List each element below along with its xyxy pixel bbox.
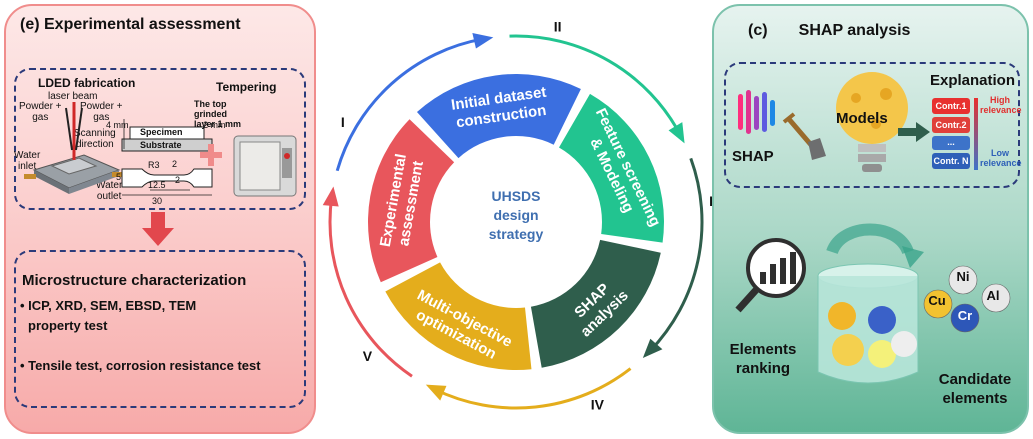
shap-box xyxy=(724,62,1020,188)
microstructure-title: Microstructure characterization xyxy=(22,272,247,289)
cycle-segment-4 xyxy=(385,262,532,370)
cycle-arrowhead-5 xyxy=(322,186,339,207)
cycle-arrowhead-4 xyxy=(425,384,447,401)
element-cr: Cr xyxy=(957,308,973,323)
element-al: Al xyxy=(986,288,1000,303)
bullet-2: • Tensile test, corrosion resistance tes… xyxy=(20,358,261,373)
shap-logo-icon xyxy=(738,90,775,134)
cycle-arrowhead-1 xyxy=(472,32,494,49)
cycle-segment-3 xyxy=(530,239,661,368)
lded-label: LDED fabrication xyxy=(38,76,136,90)
explanation-label: Explanation xyxy=(930,72,1016,89)
element-ball-2 xyxy=(981,283,1011,313)
cycle-arrowhead-2 xyxy=(668,122,685,144)
dim-r3: R3 xyxy=(148,160,160,170)
dim-2mm: 2 mm xyxy=(203,120,226,130)
dim-5: 5 xyxy=(116,172,122,182)
dim-12-5: 12.5 xyxy=(148,180,166,190)
relevance-gradient-bar xyxy=(974,98,978,170)
specimen-label: Specimen xyxy=(140,127,183,137)
top-grinded-label: The top grinded layer 1 mm xyxy=(194,99,242,129)
panel-e-title: (e) Experimental assessment xyxy=(20,16,241,33)
microstructure-box xyxy=(14,250,306,408)
cycle-arrow-5 xyxy=(328,195,413,378)
bullet-1: • ICP, XRD, SEM, EBSD, TEM xyxy=(20,298,197,313)
substrate-label: Substrate xyxy=(140,140,182,150)
high-relevance-label: High relevance xyxy=(980,95,1022,115)
contr-2: Contr.2 xyxy=(932,117,970,133)
cycle-numeral-4: IV xyxy=(591,397,605,413)
contr-n: Contr. N xyxy=(932,153,970,169)
cycle-numeral-3: III xyxy=(709,193,712,209)
cycle-segment-1 xyxy=(416,73,581,159)
fabrication-box xyxy=(14,68,306,210)
shovel-icon xyxy=(782,112,826,160)
dim-4mm: 4 mm xyxy=(106,120,129,130)
contr-1: Contr.1 xyxy=(932,98,970,114)
specimen-diagram xyxy=(121,119,213,196)
element-ball-0 xyxy=(948,265,978,295)
element-cu: Cu xyxy=(928,293,946,308)
center-line-3: strategy xyxy=(488,226,544,242)
water-outlet-label: Water outlet xyxy=(96,180,123,202)
cycle-arrow-1 xyxy=(335,37,484,172)
candidate-elements-label: Candidate elements xyxy=(938,371,1012,407)
shap-label: SHAP xyxy=(732,148,774,165)
down-arrow xyxy=(142,212,174,246)
cycle-arrow-3 xyxy=(648,157,704,353)
right-arrow-icon xyxy=(898,122,930,142)
cycle-arrow-2 xyxy=(509,34,682,136)
cycle-segment-5 xyxy=(368,119,455,283)
powder-right-label: Powder + gas xyxy=(80,101,123,123)
laser-label: laser beam xyxy=(48,91,98,102)
center-line-2: design xyxy=(493,207,539,223)
center-line-1: UHSDS xyxy=(491,188,541,204)
cycle-numeral-2: II xyxy=(554,18,562,34)
dim-2b: 2 xyxy=(175,175,181,185)
scanning-label: Scanning direction xyxy=(74,128,116,150)
cycle-arrowhead-3 xyxy=(642,338,663,359)
element-ni: Ni xyxy=(956,269,970,284)
ranking-magnifier-icon xyxy=(735,238,806,313)
dim-2a: 2 xyxy=(172,159,178,169)
cycle-numeral-5: V xyxy=(363,348,373,364)
elements-ranking-label: Elements ranking xyxy=(729,341,797,377)
element-ball-1 xyxy=(923,289,953,319)
lded-machine-illustration xyxy=(24,102,124,194)
element-ball-3 xyxy=(950,303,980,333)
tempering-label: Tempering xyxy=(216,80,277,94)
cycle-numeral-1: I xyxy=(341,114,345,130)
low-relevance-label: Low relevance xyxy=(980,148,1022,168)
bullet-1b: property test xyxy=(28,318,108,333)
panel-c-title: (c) SHAP analysis xyxy=(748,22,911,39)
contr-ellipsis: ... xyxy=(932,136,970,150)
cycle-arrow-4 xyxy=(433,367,632,410)
center-label: UHSDS design strategy xyxy=(440,187,592,244)
element-container-icon xyxy=(817,223,924,384)
dim-30: 30 xyxy=(152,196,163,206)
models-label: Models xyxy=(836,110,888,127)
powder-left-label: Powder + gas xyxy=(19,101,62,123)
element-balls-group xyxy=(923,265,1011,333)
water-inlet-label: Water inlet xyxy=(14,150,41,172)
cycle-segment-2 xyxy=(559,93,664,243)
tempering-furnace-illustration xyxy=(200,135,297,197)
lightbulb-brain-icon xyxy=(836,72,908,172)
